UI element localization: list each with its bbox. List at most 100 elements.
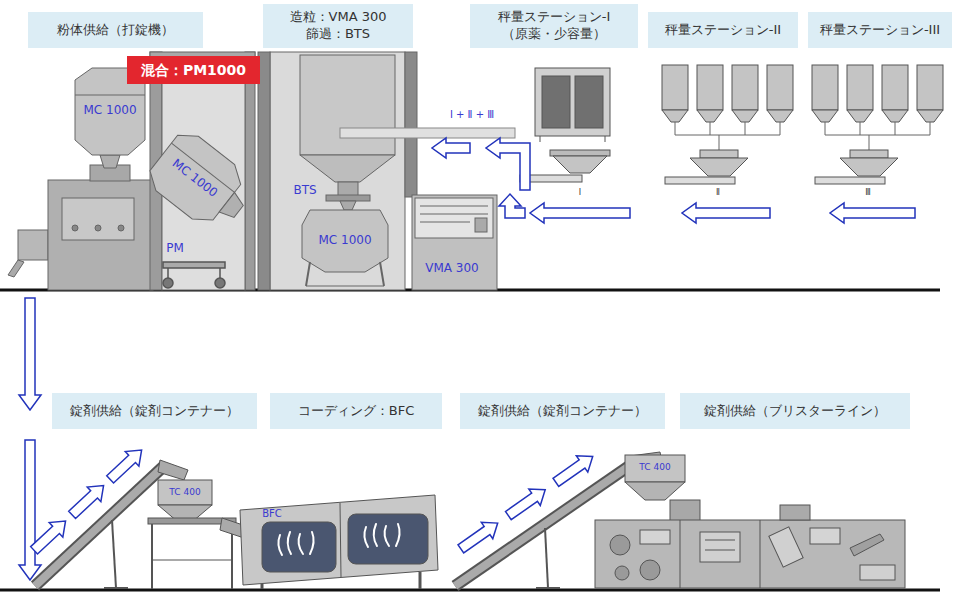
weighing-station-3 [917,65,943,110]
flow-arrow [19,440,41,580]
granulator [380,262,384,286]
blender-frame [245,52,255,290]
granulator [258,52,417,290]
weighing-station-3 [860,122,861,135]
weighing-station-3 [840,158,898,176]
part-label: VMA 300 [425,262,479,274]
weighing-station-1 [540,136,541,142]
weighing-station-2 [665,177,735,184]
blister-machine [705,540,735,541]
weighing-station-3 [917,110,943,122]
blister-machine [670,500,700,522]
weighing-station-3 [882,110,908,122]
cart [163,262,225,268]
weighing-station-2 [675,122,780,150]
blister-machine [615,566,629,580]
header-text: 秤量ステーション-III [820,22,940,39]
flow-arrow [486,138,530,190]
header-text: コーディング：BFC [298,403,414,420]
flow-arrow [530,203,630,223]
blister-machine [640,560,660,580]
weighing-station-3 [930,122,931,135]
blister-machine [769,527,803,567]
header-text: 篩過：BTS [306,26,370,43]
blender-container [143,126,260,239]
granulator [405,52,417,197]
conveyor [112,520,116,588]
weighing-station-2 [662,110,688,122]
vma-console [412,195,497,290]
blister-machine [610,535,630,555]
weighing-station-2 [767,65,793,110]
blister-machine [595,520,905,588]
section-header: 粉体供給（打錠機） [28,12,203,48]
vma-console [475,218,487,232]
blister-machine [625,455,685,482]
conveyor-arrow [27,443,148,558]
part-label: TC 400 [169,488,200,497]
tablet-container [151,524,153,589]
weighing-station-1 [550,150,610,156]
cart [163,262,225,288]
blister-machine [850,534,884,556]
granulator [340,201,356,210]
vma-console [420,206,488,207]
header-text: 秤量ステーション-I [498,9,611,26]
section-header: 秤量ステーション-III [808,12,952,48]
transfer-pipe [340,128,515,138]
coater [419,572,422,589]
conveyor-arrow [455,515,503,557]
weighing-station-2 [732,110,758,122]
flow-arrow [19,298,41,410]
granulator [306,262,310,286]
weighing-station-1 [553,156,607,173]
vma-console [412,195,497,290]
tablet-press [8,68,153,290]
tablet-tumble [364,524,399,547]
weighing-station-2 [697,110,723,122]
header-text: 粉体供給（打錠機） [57,22,174,39]
flow-arrow [830,203,915,223]
blister-machine [705,550,735,551]
granulator [326,195,370,201]
weighing-station-3 [847,110,873,122]
cart [219,268,221,278]
weighing-station-2 [675,135,780,136]
conveyor [104,587,128,589]
weighing-station-2 [710,122,711,135]
flow-arrow [499,194,525,218]
weighing-station-2 [767,110,793,122]
granulator [270,52,405,290]
floor-line [0,589,940,592]
conveyor-arrow [503,482,551,524]
weighing-station-3 [869,135,870,150]
vma-console [415,198,493,238]
tablet-press [8,260,24,277]
part-label: MC 1000 [83,104,136,116]
part-label: Ⅰ + Ⅱ + Ⅲ [450,110,494,120]
blister-machine [640,530,670,544]
tablet-press [118,225,124,231]
header-text: 混合：PM1000 [141,61,246,79]
weighing-station-2 [745,122,746,135]
weighing-station-2 [662,65,793,184]
tablet-tumble [278,532,313,555]
part-label: PM [166,242,184,254]
weighing-station-3 [825,122,826,135]
header-text: （原薬・少容量） [502,26,606,43]
coater [240,495,438,585]
conveyor-arrow [65,478,110,522]
part-label: TC 400 [639,463,670,472]
weighing-station-2 [732,65,758,110]
conveyor-arrow [550,448,598,490]
transfer-pipe [340,128,515,138]
section-header: コーディング：BFC [270,393,442,429]
tablet-press [72,225,78,231]
granulator [306,286,384,287]
coater [261,584,264,589]
weighing-station-2 [662,65,688,110]
granulator [300,55,395,155]
coater [340,503,341,577]
